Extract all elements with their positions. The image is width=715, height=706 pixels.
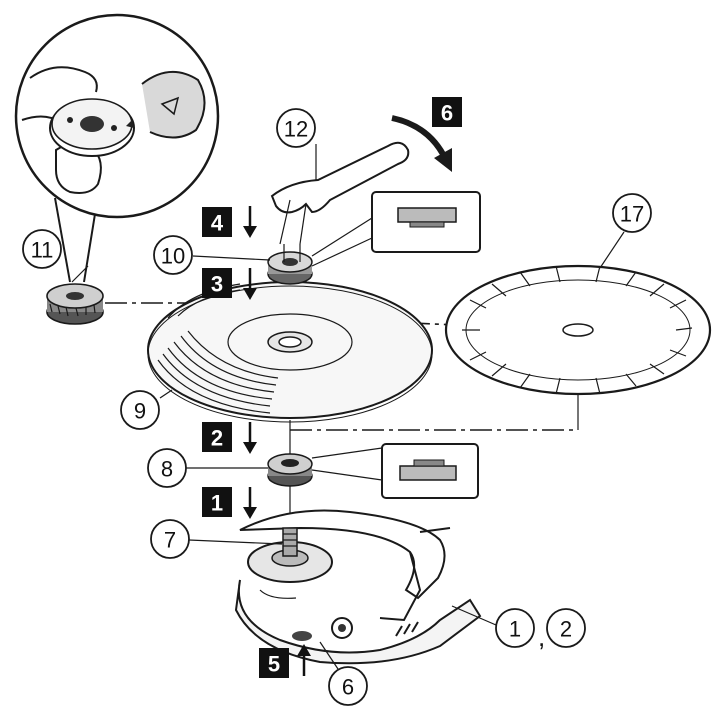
inset-leader-left xyxy=(54,197,71,283)
grinder-body xyxy=(234,509,482,665)
diamond-blade-17 xyxy=(444,264,712,396)
flange-10 xyxy=(267,251,313,285)
svg-text:7: 7 xyxy=(164,528,176,553)
flange-8 xyxy=(267,453,313,487)
svg-text:2: 2 xyxy=(211,426,223,451)
step-5-arrow-head xyxy=(297,644,311,656)
leader-6 xyxy=(319,641,341,673)
leader-1-2 xyxy=(451,605,497,626)
leader-9 xyxy=(159,389,173,399)
grinding-disc-9 xyxy=(147,281,433,423)
step-badge-3: 3 xyxy=(202,268,232,298)
step-4-arrow-head xyxy=(243,226,257,238)
svg-text:3: 3 xyxy=(211,272,223,297)
step-badge-1: 1 xyxy=(202,487,232,517)
svg-text:1: 1 xyxy=(509,617,521,642)
callout-2: 2 xyxy=(546,608,586,648)
inset-leader-right xyxy=(83,213,96,283)
svg-text:2: 2 xyxy=(560,617,572,642)
svg-text:1: 1 xyxy=(211,491,223,516)
callout-8: 8 xyxy=(147,448,187,488)
quick-nut-11 xyxy=(46,283,104,325)
step-badge-6: 6 xyxy=(432,97,462,127)
svg-text:6: 6 xyxy=(342,675,354,700)
section-box-upper xyxy=(311,191,481,267)
step-1-arrow-head xyxy=(243,507,257,519)
svg-text:11: 11 xyxy=(31,238,54,263)
rotation-arrow-head xyxy=(434,148,452,172)
leader-10 xyxy=(192,255,271,261)
section-box-lower xyxy=(311,443,479,499)
callout-1: 1 xyxy=(495,608,535,648)
callout-6: 6 xyxy=(328,666,368,706)
callout-17: 17 xyxy=(612,193,652,233)
step-badge-4: 4 xyxy=(202,207,232,237)
leader-17 xyxy=(599,231,625,269)
step-2-arrow-head xyxy=(243,442,257,454)
callout-7: 7 xyxy=(150,519,190,559)
leader-7 xyxy=(188,539,283,545)
spanner-wrench-12 xyxy=(270,141,410,262)
svg-text:5: 5 xyxy=(268,652,280,677)
svg-text:9: 9 xyxy=(134,399,146,424)
callout-10: 10 xyxy=(153,235,193,275)
svg-text:6: 6 xyxy=(441,101,453,126)
svg-text:8: 8 xyxy=(161,457,173,482)
step-badge-2: 2 xyxy=(202,422,232,452)
callout-12: 12 xyxy=(276,108,316,148)
svg-text:4: 4 xyxy=(211,211,224,236)
leader-11 xyxy=(71,265,89,283)
callout-9: 9 xyxy=(120,390,160,430)
callout-11: 11 xyxy=(22,229,62,269)
magnifier-inset xyxy=(14,13,220,219)
svg-text:10: 10 xyxy=(161,244,185,269)
step-3-arrow-head xyxy=(243,288,257,300)
step-badge-5: 5 xyxy=(259,648,289,678)
svg-text:12: 12 xyxy=(284,117,308,142)
svg-text:17: 17 xyxy=(620,202,644,227)
callout-separator: , xyxy=(538,622,545,652)
